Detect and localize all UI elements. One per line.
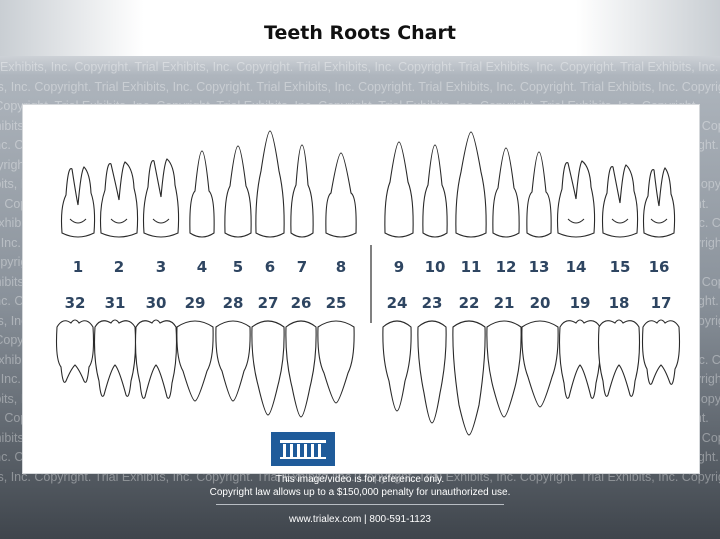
tooth-number-label: 10 — [425, 258, 446, 276]
tooth-number-label: 22 — [459, 294, 480, 312]
tooth-number-label: 7 — [297, 258, 307, 276]
page-title: Teeth Roots Chart — [264, 22, 456, 44]
lower-number-labels: 32 31 30 29 28 27 26 25 24 23 22 21 20 19 18 17 — [65, 294, 672, 312]
upper-tooth — [224, 145, 252, 238]
tooth-number-label: 14 — [566, 258, 587, 276]
lower-tooth — [558, 319, 602, 399]
upper-tooth — [556, 160, 596, 238]
upper-tooth — [492, 147, 520, 238]
root-furcation — [567, 218, 585, 224]
logo-columns-icon — [280, 440, 326, 459]
upper-tooth — [642, 167, 676, 238]
lower-tooth — [93, 319, 137, 397]
tooth-number-label: 11 — [461, 258, 482, 276]
tooth-number-label: 30 — [146, 294, 167, 312]
contact-info[interactable]: www.trialex.com | 800-591-1123 — [289, 514, 431, 525]
tooth-number-label: 5 — [233, 258, 243, 276]
tooth-number-label: 20 — [530, 294, 551, 312]
watermark-line: Exhibits, Inc. Copyright. Trial Exhibits… — [0, 79, 720, 94]
tooth-number-label: 17 — [651, 294, 672, 312]
footer-divider — [216, 504, 504, 505]
tooth-number-label: 3 — [156, 258, 166, 276]
tooth-number-label: 1 — [73, 258, 83, 276]
upper-tooth — [422, 144, 448, 238]
upper-tooth — [526, 151, 552, 238]
tooth-number-label: 31 — [105, 294, 126, 312]
upper-tooth — [325, 152, 357, 238]
tooth-number-label: 16 — [649, 258, 670, 276]
root-furcation — [611, 218, 629, 224]
lower-tooth — [417, 320, 447, 424]
tooth-number-label: 9 — [394, 258, 404, 276]
upper-teeth — [60, 130, 676, 238]
lower-tooth — [317, 320, 355, 404]
tooth-number-label: 18 — [609, 294, 630, 312]
trial-exhibits-logo-icon — [271, 432, 335, 466]
lower-teeth — [55, 319, 681, 436]
lower-tooth — [382, 320, 412, 412]
tooth-number-label: 2 — [114, 258, 124, 276]
tooth-number-label: 23 — [422, 294, 443, 312]
lower-tooth — [176, 320, 214, 402]
lower-tooth — [285, 320, 317, 418]
upper-tooth — [189, 150, 215, 238]
reference-notice: This image/video is for reference only. — [275, 474, 445, 485]
tooth-number-label: 28 — [223, 294, 244, 312]
upper-tooth — [601, 164, 639, 238]
root-furcation — [110, 218, 128, 224]
lower-tooth — [641, 319, 681, 385]
title-bar — [0, 0, 720, 56]
tooth-number-label: 29 — [185, 294, 206, 312]
lower-tooth — [597, 319, 641, 397]
tooth-number-label: 27 — [258, 294, 279, 312]
upper-tooth — [60, 166, 96, 238]
lower-tooth — [215, 320, 251, 402]
lower-tooth — [521, 320, 559, 408]
lower-tooth — [251, 320, 285, 416]
tooth-number-label: 25 — [326, 294, 347, 312]
root-furcation — [69, 218, 87, 224]
tooth-number-label: 24 — [387, 294, 408, 312]
upper-tooth — [455, 131, 487, 238]
upper-tooth — [290, 144, 314, 238]
tooth-number-label: 6 — [265, 258, 275, 276]
tooth-number-label: 32 — [65, 294, 86, 312]
upper-tooth — [142, 158, 180, 238]
lower-tooth — [134, 319, 178, 399]
tooth-number-label: 13 — [529, 258, 550, 276]
lower-tooth — [452, 320, 486, 436]
tooth-number-label: 8 — [336, 258, 346, 276]
upper-tooth — [255, 130, 285, 238]
lower-tooth — [486, 320, 522, 418]
lower-tooth — [55, 319, 95, 383]
copyright-notice: Copyright law allows up to a $150,000 pe… — [209, 487, 511, 498]
tooth-number-label: 12 — [496, 258, 517, 276]
root-furcation — [152, 218, 170, 224]
upper-tooth — [99, 161, 139, 238]
tooth-number-label: 21 — [494, 294, 515, 312]
tooth-number-label: 15 — [610, 258, 631, 276]
tooth-number-label: 19 — [570, 294, 591, 312]
watermark-line: Exhibits, Inc. Copyright. Trial Exhibits… — [0, 60, 720, 74]
tooth-number-label: 4 — [197, 258, 207, 276]
upper-tooth — [384, 141, 414, 238]
tooth-number-label: 26 — [291, 294, 312, 312]
root-furcation — [650, 218, 668, 224]
